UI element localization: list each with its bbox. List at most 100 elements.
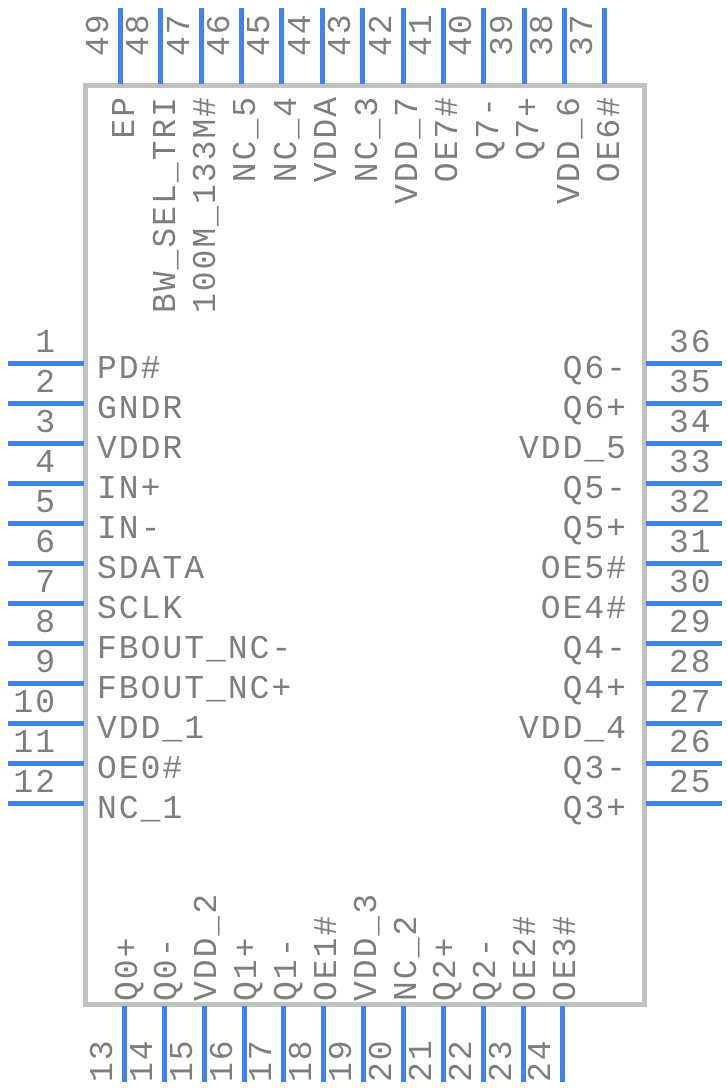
pin-name: Q4+ [562,671,628,708]
pin-number: 23 [483,1038,521,1082]
pin-name: FBOUT_NC+ [97,671,294,708]
pin-line [198,8,204,84]
pin-number: 3 [35,405,57,442]
pin-line [401,1006,407,1082]
pin-name: Q4- [562,631,628,668]
pin-name: OE6# [591,95,629,183]
pin-line [646,360,722,366]
pin-number: 48 [121,12,159,56]
pin-number: 24 [523,1038,561,1082]
pin-line [360,8,366,84]
pin-name: PD# [97,351,163,388]
pin-name: Q3- [562,751,628,788]
pin-name: NC_3 [349,95,387,183]
pin-line [646,640,722,646]
pin-line [321,1006,327,1082]
pin-name: Q7- [470,95,508,161]
pin-number: 6 [35,525,57,562]
pin-name: 100M_133M# [188,95,226,314]
pin-line [8,720,84,726]
pin-line [201,1006,207,1082]
pin-line [281,1006,287,1082]
pin-name: NC_1 [97,791,185,828]
pin-number: 28 [669,645,713,682]
pin-line [646,800,722,806]
pin-name: VDD_2 [189,891,227,1001]
pin-number: 19 [324,1038,362,1082]
pin-number: 27 [669,685,713,722]
pin-line [8,440,84,446]
pin-name: OE0# [97,751,185,788]
pin-line [279,8,285,84]
pin-name: Q5- [562,471,628,508]
pin-name: Q0+ [109,935,147,1001]
pin-number: 45 [242,12,280,56]
pin-line [8,800,84,806]
pin-number: 47 [161,12,199,56]
pin-name: GNDR [97,391,185,428]
pin-line [520,1006,526,1082]
pin-line [8,480,84,486]
pin-line [646,440,722,446]
pin-name: Q0- [149,935,187,1001]
pin-number: 21 [403,1038,441,1082]
pin-line [646,680,722,686]
pin-number: 38 [525,12,563,56]
pin-name: Q7+ [511,95,549,161]
pin-line [158,8,164,84]
pin-number: 17 [244,1038,282,1082]
pin-number: 9 [35,645,57,682]
pin-line [161,1006,167,1082]
pin-number: 12 [13,765,57,802]
pin-name: Q2- [468,935,506,1001]
pin-name: NC_4 [268,95,306,183]
pin-number: 33 [669,445,713,482]
pin-number: 11 [13,725,57,762]
pin-name: OE5# [540,551,628,588]
pin-line [122,1006,127,1082]
pin-number: 13 [85,1038,122,1082]
pin-number: 44 [282,12,320,56]
pin-number: 26 [669,725,713,762]
pin-line [646,560,722,566]
pin-number: 1 [35,325,57,362]
pin-number: 29 [669,605,713,642]
pin-name: VDD_3 [348,891,386,1001]
pin-name: OE2# [508,913,546,1001]
pin-number: 37 [565,12,603,56]
pin-name: SDATA [97,551,207,588]
pin-line [241,1006,247,1082]
pin-line [562,8,568,84]
pin-name: OE1# [308,913,346,1001]
pin-line [560,1006,566,1082]
pin-line [8,360,84,366]
pin-name: VDD_7 [390,95,428,205]
pin-number: 39 [484,12,522,56]
pin-number: 43 [323,12,361,56]
pin-number: 18 [284,1038,322,1082]
pin-name: Q2+ [428,935,466,1001]
pin-line [646,400,722,406]
pin-name: Q1- [268,935,306,1001]
pin-name: Q6- [562,351,628,388]
pin-number: 15 [164,1038,202,1082]
pin-name: VDD_6 [551,95,589,205]
pin-line [521,8,527,84]
pin-name: Q1+ [229,935,267,1001]
pin-line [440,1006,446,1082]
pin-number: 8 [35,605,57,642]
pin-line [481,8,487,84]
pin-number: 2 [35,365,57,402]
pin-number: 31 [669,525,713,562]
pin-number: 40 [444,12,482,56]
pin-name: Q6+ [562,391,628,428]
pin-number: 25 [669,765,713,802]
pin-line [646,760,722,766]
pin-line [238,8,244,84]
pin-number: 22 [443,1038,481,1082]
component-body [83,83,647,1007]
pin-line [646,520,722,526]
pin-number: 20 [364,1038,402,1082]
pin-line [8,560,84,566]
pin-number: 35 [669,365,713,402]
